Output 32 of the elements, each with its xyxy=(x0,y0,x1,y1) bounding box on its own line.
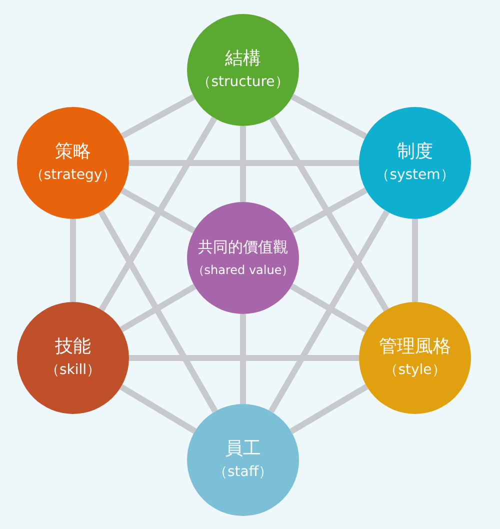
element-english-name: （skill） xyxy=(45,361,101,380)
connector-line xyxy=(269,116,389,312)
connector-line xyxy=(98,210,218,413)
connector-line xyxy=(120,284,196,332)
connector-line xyxy=(290,384,368,434)
connector-line xyxy=(120,94,196,139)
element-english-name: （style） xyxy=(384,361,446,380)
element-english-name: （strategy） xyxy=(30,166,116,185)
connector-line xyxy=(290,284,368,332)
element-english-name: （staff） xyxy=(213,463,272,482)
connector-line xyxy=(119,384,197,434)
connector-line xyxy=(290,94,368,140)
element-name: 結構 xyxy=(225,47,261,71)
connector-line xyxy=(120,188,196,234)
element-name: 員工 xyxy=(225,437,261,461)
connector-line xyxy=(290,187,368,234)
element-name: 共同的價值觀 xyxy=(198,237,288,258)
connector-line xyxy=(240,314,246,404)
element-name: 管理風格 xyxy=(379,335,451,359)
element-english-name: （structure） xyxy=(197,73,289,92)
element-name: 策略 xyxy=(55,140,91,164)
connector-line xyxy=(129,355,359,361)
element-english-name: （shared value） xyxy=(192,262,294,279)
connector-line xyxy=(98,116,218,312)
connector-line xyxy=(70,219,76,302)
element-name: 技能 xyxy=(55,335,91,359)
connector-line xyxy=(268,210,390,413)
connector-line xyxy=(412,219,418,302)
element-name: 制度 xyxy=(397,140,433,164)
connector-line xyxy=(129,160,359,166)
connector-line xyxy=(240,126,246,202)
element-english-name: （system） xyxy=(376,166,454,185)
